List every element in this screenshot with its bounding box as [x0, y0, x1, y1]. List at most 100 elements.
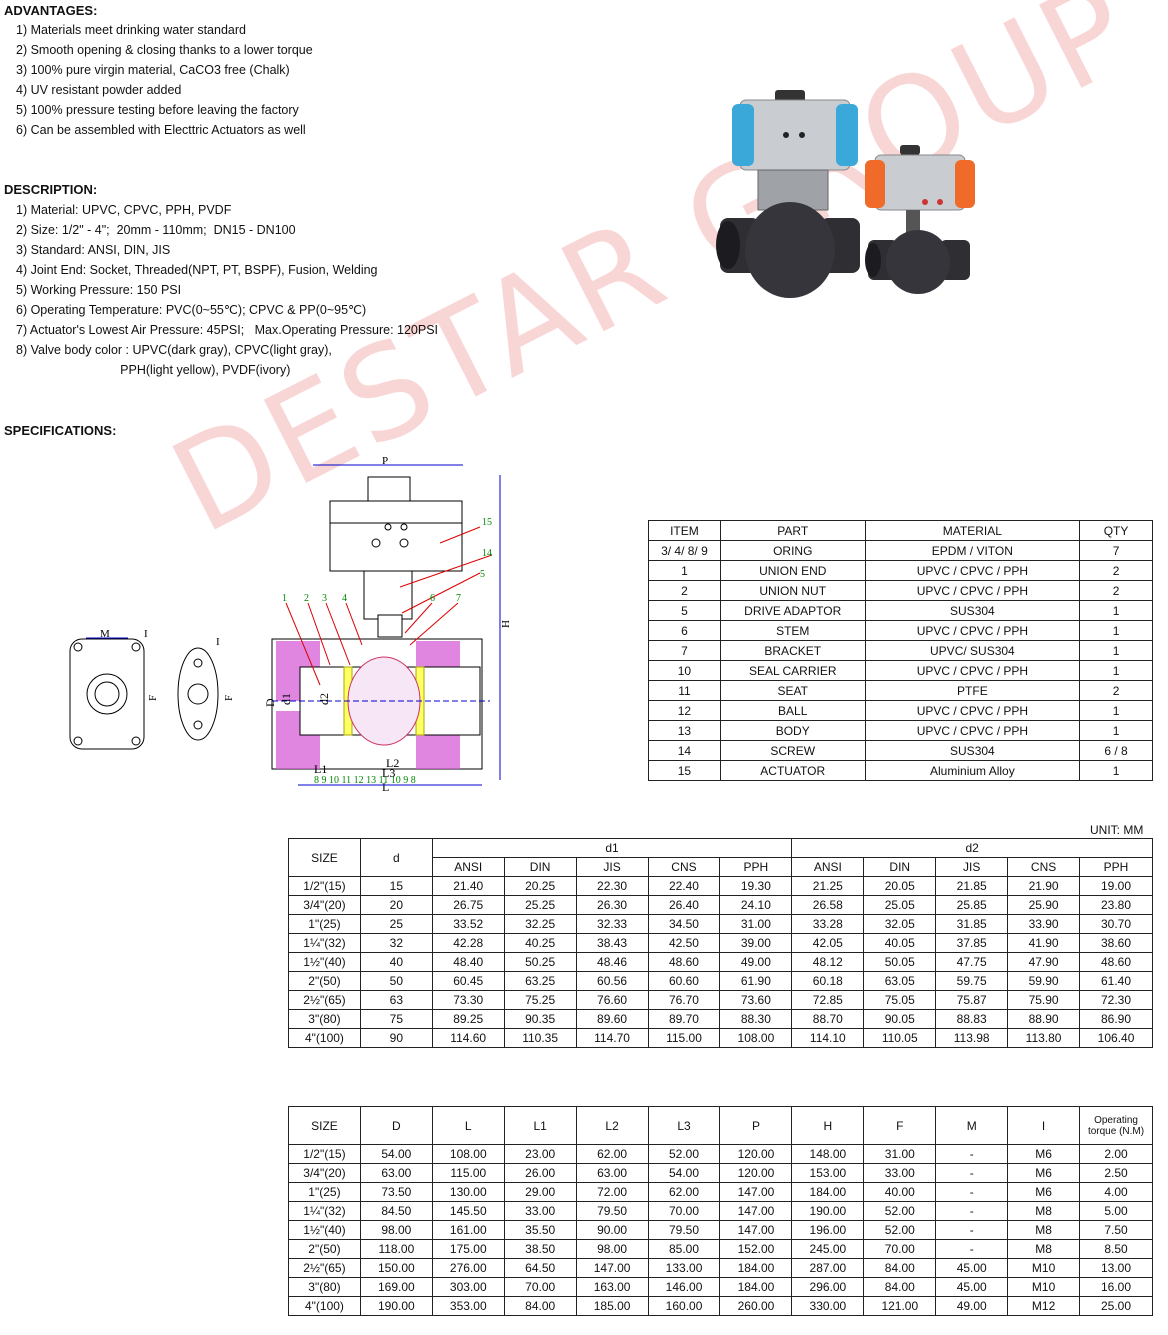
header-cell: L: [431, 1106, 505, 1145]
table-cell: 90.05: [863, 1009, 937, 1029]
product-photo: [716, 90, 975, 298]
table-cell: 15: [648, 760, 721, 781]
label-L2: L2: [386, 756, 399, 770]
table-cell: 1½"(40): [288, 1220, 361, 1240]
header-part: PART: [719, 520, 866, 541]
table-cell: 26.00: [503, 1163, 577, 1183]
table-cell: 3/4"(20): [288, 1163, 361, 1183]
list-item: 6) Can be assembled with Electtric Actua…: [16, 123, 306, 137]
table-cell: 60.60: [647, 971, 721, 991]
list-item: 6) Operating Temperature: PVC(0~55℃); CP…: [16, 303, 367, 317]
header-cell: L2: [575, 1106, 649, 1145]
table-cell: 153.00: [791, 1163, 865, 1183]
table-cell: 75.90: [1007, 990, 1081, 1010]
table-cell: 90.00: [575, 1220, 649, 1240]
table-cell: 70.00: [503, 1277, 577, 1297]
table-cell: 21.40: [431, 876, 505, 896]
table-cell: 25.85: [935, 895, 1009, 915]
table-cell: 33.00: [503, 1201, 577, 1221]
specifications-title: SPECIFICATIONS:: [4, 423, 117, 438]
table-cell: BRACKET: [719, 640, 866, 661]
table-cell: 20: [359, 895, 433, 915]
table-cell: 45.00: [935, 1277, 1009, 1297]
table-cell: 120.00: [719, 1163, 793, 1183]
table-cell: 61.40: [1079, 971, 1153, 991]
header-cell: D: [359, 1106, 433, 1145]
table-cell: 84.50: [359, 1201, 433, 1221]
table-cell: 15: [359, 876, 433, 896]
table-cell: 10: [648, 660, 721, 681]
table-cell: PTFE: [864, 680, 1081, 701]
label-F: F: [147, 695, 159, 701]
callout-label: 8 9 10 11 12 13 11 10 9 8: [314, 775, 416, 786]
table-cell: 13: [648, 720, 721, 741]
list-item: 7) Actuator's Lowest Air Pressure: 45PSI…: [16, 323, 439, 337]
advantages-title: ADVANTAGES:: [4, 3, 98, 18]
table-cell: 21.90: [1007, 876, 1081, 896]
label-d1: d1: [279, 693, 293, 705]
header-cell: P: [719, 1106, 793, 1145]
subheader-cell: CNS: [1007, 857, 1081, 877]
table-cell: 22.30: [575, 876, 649, 896]
header-cell: I: [1007, 1106, 1081, 1145]
list-item: 5) Working Pressure: 150 PSI: [16, 283, 182, 297]
table-cell: 75.05: [863, 990, 937, 1010]
table-cell: M6: [1007, 1182, 1081, 1202]
table-cell: 45.00: [935, 1258, 1009, 1278]
table-cell: 35.50: [503, 1220, 577, 1240]
table-cell: 59.75: [935, 971, 1009, 991]
unit-label: UNIT: MM: [1090, 823, 1144, 837]
table-cell: 38.50: [503, 1239, 577, 1259]
table-cell: SUS304: [864, 600, 1081, 621]
table-cell: 1"(25): [288, 914, 361, 934]
table-cell: 25.90: [1007, 895, 1081, 915]
table-cell: 133.00: [647, 1258, 721, 1278]
table-cell: 61.90: [719, 971, 793, 991]
table-cell: 48.12: [791, 952, 865, 972]
list-item: 8) Valve body color : UPVC(dark gray), C…: [16, 343, 332, 357]
table-cell: 42.50: [647, 933, 721, 953]
callout-label: 15: [482, 517, 492, 528]
table-cell: 76.60: [575, 990, 649, 1010]
table-cell: DRIVE ADAPTOR: [719, 600, 866, 621]
table-cell: 190.00: [791, 1201, 865, 1221]
technical-drawing: P H 1 2: [69, 455, 511, 794]
table-cell: 19.30: [719, 876, 793, 896]
label-I: I: [216, 636, 220, 648]
table-cell: 60.45: [431, 971, 505, 991]
table-cell: 72.30: [1079, 990, 1153, 1010]
table-cell: 33.52: [431, 914, 505, 934]
table-cell: -: [935, 1182, 1009, 1202]
table-cell: 31.00: [719, 914, 793, 934]
header-d1: d1: [431, 838, 793, 858]
table-cell: 1: [1079, 720, 1153, 741]
table-cell: 1"(25): [288, 1182, 361, 1202]
table-cell: 118.00: [359, 1239, 433, 1259]
table-cell: 7: [1079, 540, 1153, 561]
table-cell: 25.00: [1079, 1296, 1153, 1316]
table-cell: 54.00: [647, 1163, 721, 1183]
table-cell: 114.70: [575, 1028, 649, 1048]
table-cell: 98.00: [359, 1220, 433, 1240]
table-cell: 13.00: [1079, 1258, 1153, 1278]
header-cell: L3: [647, 1106, 721, 1145]
table-cell: 1¼"(32): [288, 1201, 361, 1221]
table-cell: 73.50: [359, 1182, 433, 1202]
table-cell: 1¼"(32): [288, 933, 361, 953]
table-cell: 8.50: [1079, 1239, 1153, 1259]
label-I: I: [144, 628, 148, 640]
callout-label: 7: [456, 593, 461, 604]
table-cell: 75.25: [503, 990, 577, 1010]
table-cell: UNION NUT: [719, 580, 866, 601]
table-cell: 76.70: [647, 990, 721, 1010]
